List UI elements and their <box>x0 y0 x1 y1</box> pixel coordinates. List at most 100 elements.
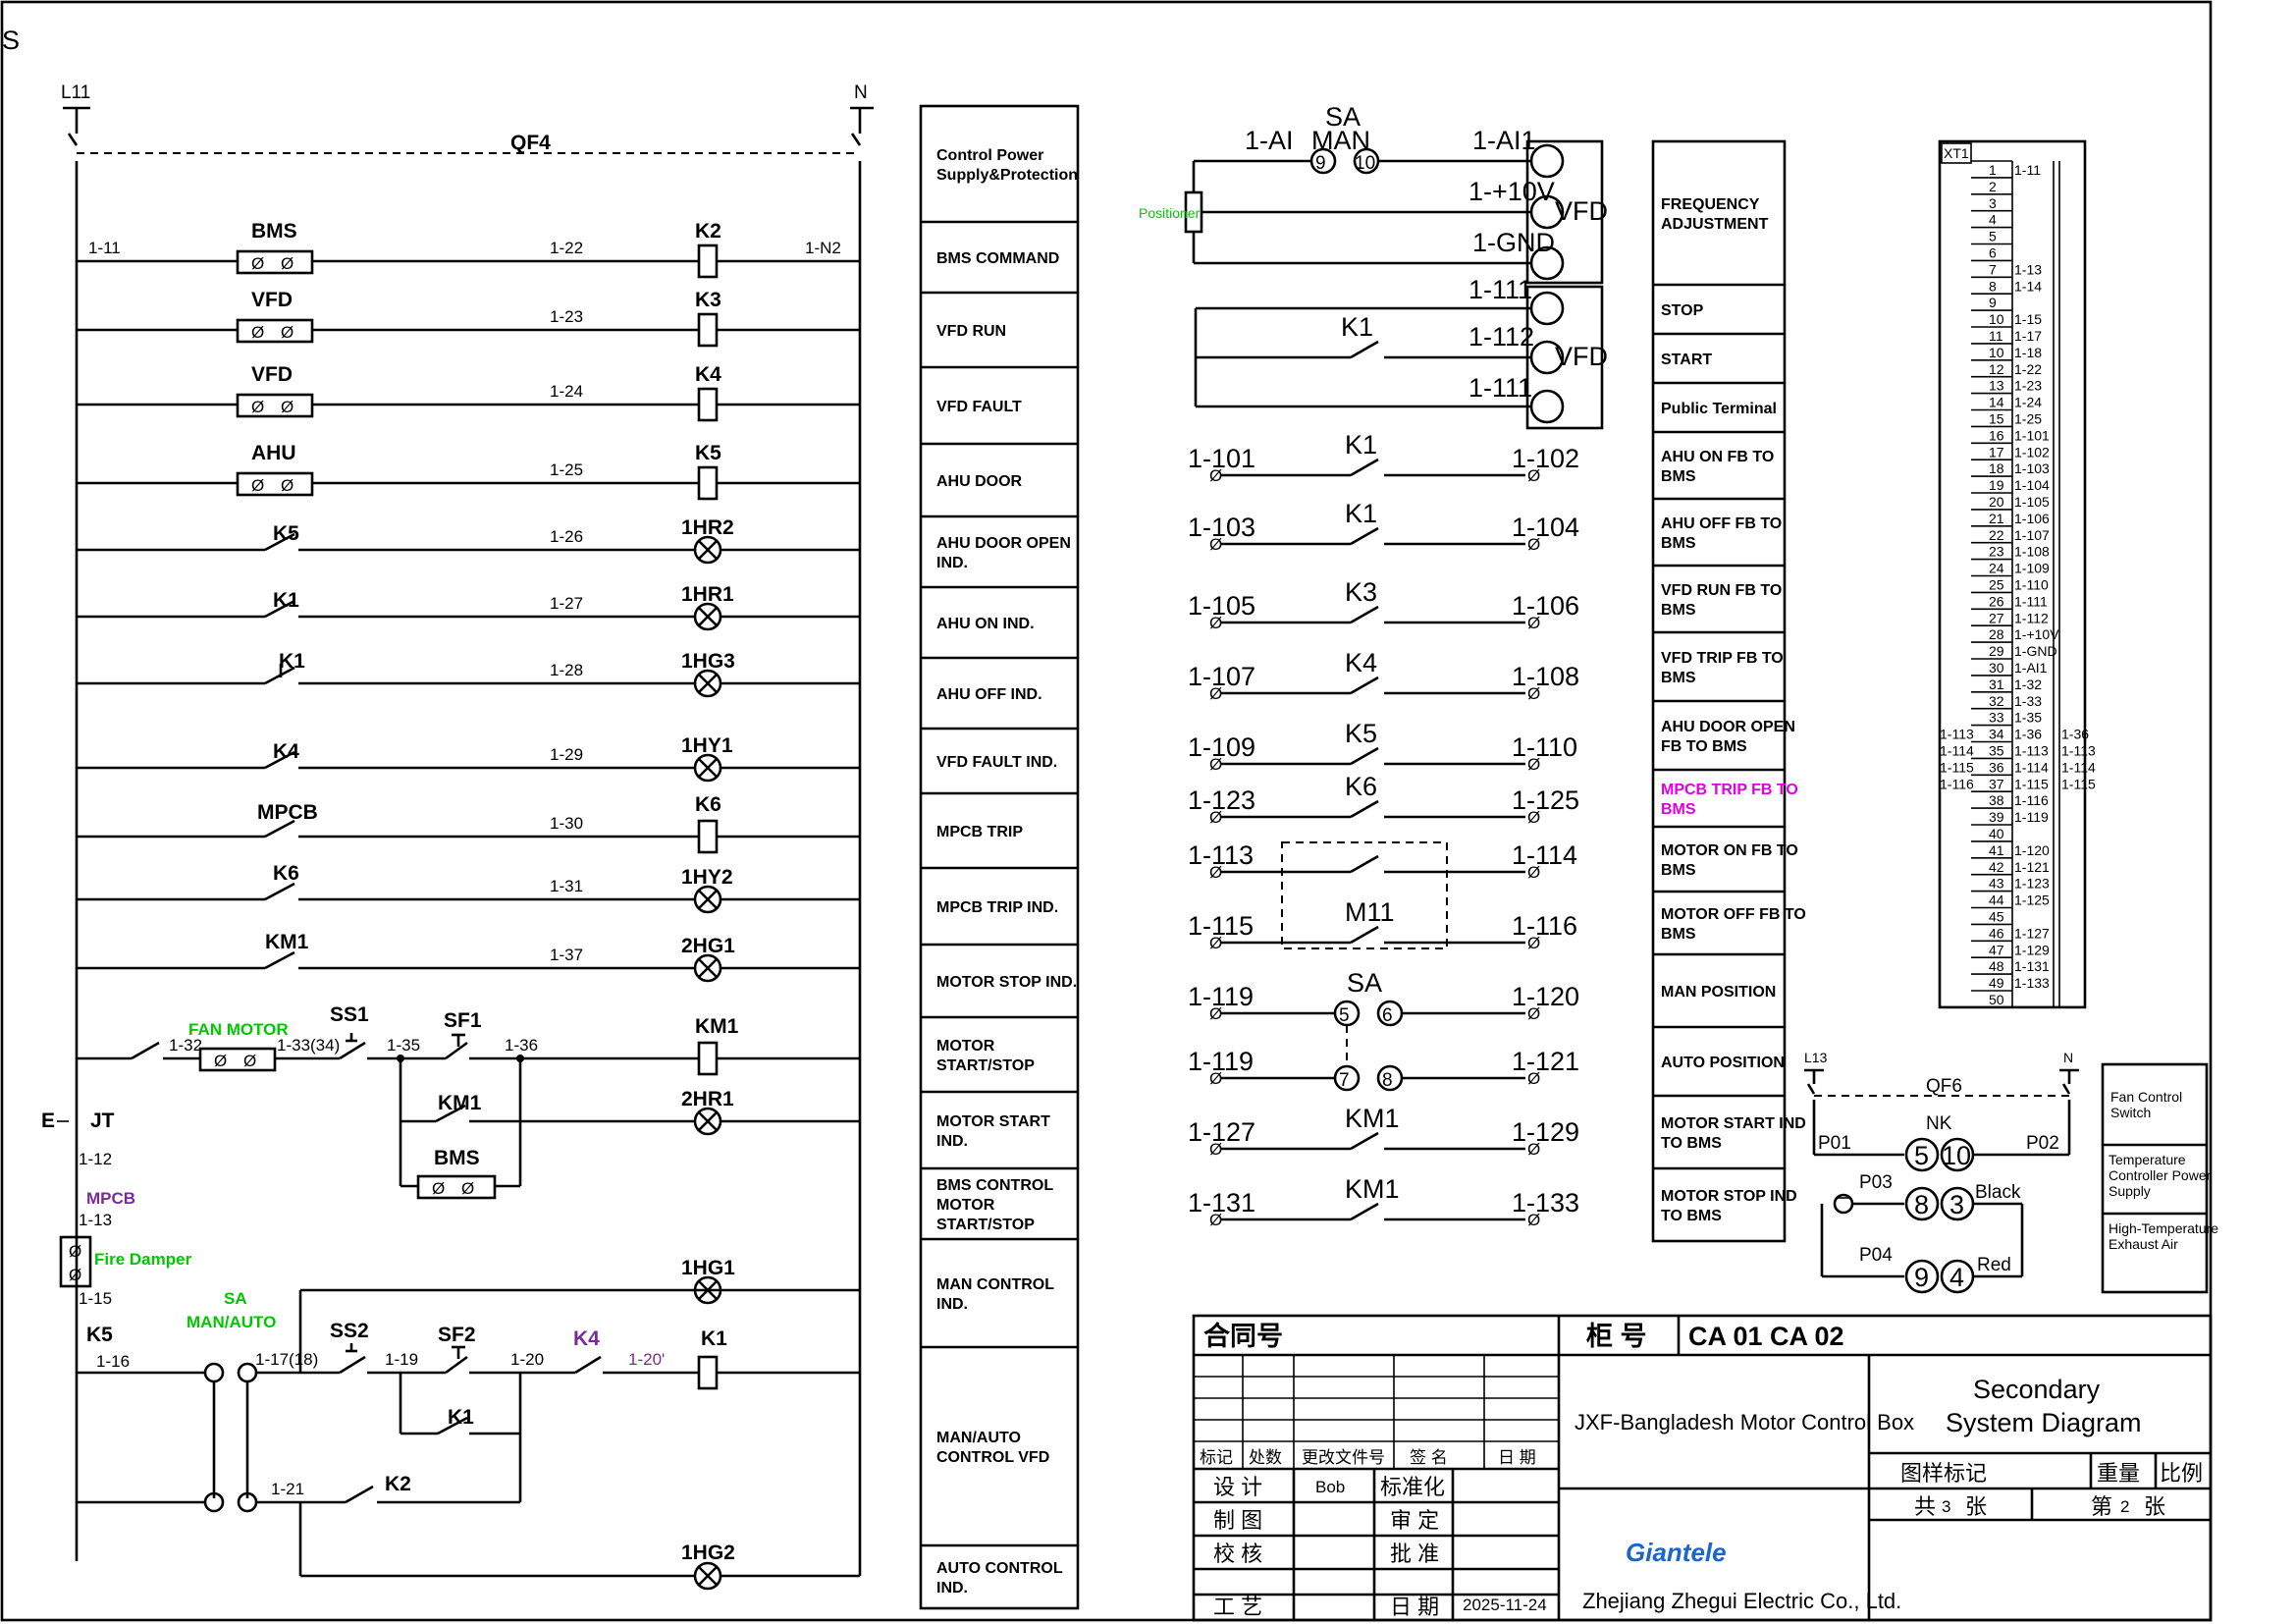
r12-coil: KM1 <box>695 1015 739 1038</box>
xt1-num: 44 <box>1989 893 2004 908</box>
fan-desc3-b: Exhaust Air <box>2109 1236 2178 1252</box>
r1-device: BMS <box>251 220 297 243</box>
xt1-num: 27 <box>1989 610 2004 625</box>
r1-wire-right: 1-N2 <box>805 239 841 257</box>
fb-contact: K5 <box>1345 719 1377 748</box>
svg-text:Ø: Ø <box>1209 755 1222 774</box>
fb-left-wire: 1-105 <box>1188 591 1255 621</box>
r3-wire: 1-24 <box>550 382 583 401</box>
xt1-num: 42 <box>1989 859 2004 875</box>
fb-right-wire: 1-104 <box>1512 513 1579 542</box>
xt1-wire: 1-22 <box>2014 361 2042 377</box>
svg-text:Ø: Ø <box>1527 1211 1540 1229</box>
r2-wire: 1-23 <box>550 307 583 326</box>
svg-text:Ø: Ø <box>1209 808 1222 827</box>
xt1-num: 6 <box>1989 245 1997 261</box>
xt1-right-extra: 1-115 <box>2061 776 2096 791</box>
xt1-wire: 1-102 <box>2014 444 2050 460</box>
w120s-label: 1-20' <box>628 1350 665 1369</box>
xt1-wire: 1-110 <box>2014 577 2049 593</box>
company-name: Zhejiang Zhegui Electric Co., Ltd. <box>1582 1589 1901 1613</box>
xt1-left-extra: 1-116 <box>1940 776 1974 791</box>
cabinet-val: CA 01 CA 02 <box>1688 1322 1844 1351</box>
fan-n8: 8 <box>1914 1190 1929 1219</box>
w1ai1: 1-AI1 <box>1472 126 1536 155</box>
svg-text:Ø: Ø <box>281 254 294 273</box>
xt1-num: 5 <box>1989 229 1997 244</box>
svg-text:Ø: Ø <box>281 323 294 342</box>
xt1-wire: 1-+10V <box>2014 626 2059 642</box>
fb-left-wire: 1-119 <box>1188 1047 1254 1076</box>
xt1-wire: 1-113 <box>2014 743 2049 759</box>
xt1-num: 31 <box>1989 677 2004 692</box>
ss2-label: SS2 <box>330 1320 369 1342</box>
r13-contact: KM1 <box>438 1092 482 1114</box>
title-block: 合同号 柜 号 CA 01 CA 02 JXF-Bangladesh Motor… <box>1192 1314 2213 1622</box>
xt1-num: 33 <box>1989 710 2004 726</box>
xt1-wire: 1-125 <box>2014 893 2050 908</box>
w111a: 1-111 <box>1468 275 1532 304</box>
svg-text:Ø: Ø <box>1527 466 1540 485</box>
xt1-num: 14 <box>1989 395 2004 410</box>
xt1-num: 10 <box>1989 345 2004 360</box>
fb-contact: KM1 <box>1345 1174 1400 1204</box>
cabinet-no: 柜 号 <box>1586 1322 1647 1351</box>
xt1-wire: 1-101 <box>2014 427 2050 443</box>
xt1-left-extra: 1-114 <box>1940 743 1974 759</box>
desc-item-4: AHU DOOR <box>936 473 1023 490</box>
qf4-label: QF4 <box>510 132 551 154</box>
svg-text:Ø: Ø <box>461 1179 474 1198</box>
xt1-num: 30 <box>1989 660 2004 676</box>
qf6-label: QF6 <box>1926 1076 1962 1097</box>
rev-sign: 签 名 <box>1410 1448 1448 1467</box>
e-label: E <box>41 1110 55 1132</box>
fan-desc2-c: Supply <box>2109 1183 2151 1199</box>
fb-node-a: 7 <box>1339 1070 1350 1091</box>
r12-wire3: 1-35 <box>387 1036 420 1055</box>
xt1-wire: 1-105 <box>2014 494 2050 510</box>
fb-right-wire: 1-129 <box>1512 1117 1579 1147</box>
standard-label: 标准化 <box>1380 1475 1445 1499</box>
p01-label: P01 <box>1818 1133 1851 1154</box>
w115-label: 1-15 <box>79 1289 112 1308</box>
svg-text:Ø: Ø <box>1527 535 1540 554</box>
xt1-num: 17 <box>1989 444 2004 460</box>
sample-mark: 图样标记 <box>1900 1461 1987 1486</box>
desc-item-3: VFD FAULT <box>936 399 1022 415</box>
rdesc-item-13: AUTO POSITION <box>1661 1055 1785 1071</box>
r5-wire: 1-26 <box>550 527 583 546</box>
fb-right-wire: 1-114 <box>1512 840 1577 870</box>
black-label: Black <box>1975 1182 2021 1203</box>
sa-top: SA <box>1325 102 1361 132</box>
sheet-suf: 张 <box>2144 1494 2165 1519</box>
r2-device: VFD <box>251 289 293 311</box>
r3-device: VFD <box>251 363 293 386</box>
fb-node-a: 5 <box>1339 1005 1350 1026</box>
r3-coil: K4 <box>695 363 721 386</box>
xt1-wire: 1-129 <box>2014 942 2050 957</box>
xt1-num: 19 <box>1989 477 2004 493</box>
w117-label: 1-17(18) <box>255 1350 318 1369</box>
xt1-num: 20 <box>1989 494 2004 510</box>
fb-node-b: 8 <box>1382 1070 1393 1091</box>
xt1-wire: 1-36 <box>2014 727 2042 742</box>
review-label: 审 定 <box>1390 1508 1439 1533</box>
w119-label: 1-19 <box>385 1350 418 1369</box>
xt1-num: 21 <box>1989 511 2004 526</box>
k1-vfd: K1 <box>1341 312 1373 342</box>
